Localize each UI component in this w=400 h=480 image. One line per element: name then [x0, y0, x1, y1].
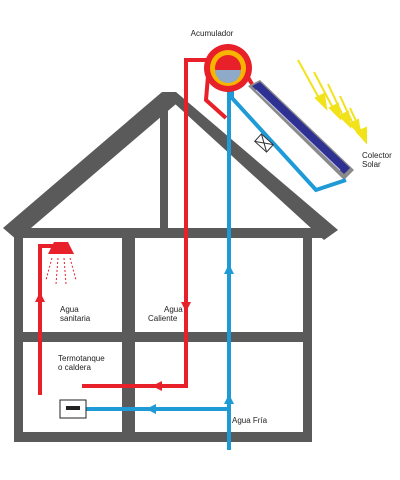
roof-right-slope: [162, 92, 338, 240]
label-collector-line1: Colector: [362, 151, 392, 160]
label-hot-line1: Agua: [164, 305, 183, 314]
attic-floor: [14, 228, 326, 238]
arrow-hot-left: [152, 381, 162, 391]
label-accumulator: Acumulador: [191, 29, 234, 38]
hot-main-pipe: [82, 58, 208, 388]
arrow-cold-left: [146, 404, 156, 414]
shower-icon: [45, 242, 77, 285]
truss-post: [160, 110, 168, 230]
flow-arrow-icon: [35, 264, 234, 414]
label-sanitary-line2: sanitaria: [60, 314, 91, 323]
arrow-hot-down: [181, 302, 191, 312]
arrow-cold-up-1: [224, 264, 234, 274]
collector-panel: [252, 82, 350, 174]
label-sanitary-line1: Agua: [60, 305, 79, 314]
hot-shower-line: [38, 244, 56, 395]
attic-truss: [15, 105, 166, 228]
accumulator-tank: [204, 44, 252, 92]
label-collector-line2: Solar: [362, 160, 381, 169]
heater-icon: [59, 399, 87, 419]
accumulator-cold-half: [215, 70, 241, 83]
valve-icon: [254, 133, 274, 153]
label-heater-line1: Termotanque: [58, 354, 105, 363]
arrow-hot-up: [35, 292, 45, 302]
label-heater-line2: o caldera: [58, 363, 91, 372]
house-structure: [3, 92, 338, 442]
arrow-cold-up-2: [224, 394, 234, 404]
label-cold: Agua Fría: [232, 416, 268, 425]
solar-collector: [248, 80, 354, 180]
ground-floor: [14, 432, 312, 442]
collector-glass-line: [255, 89, 341, 171]
label-hot-line2: Caliente: [148, 314, 178, 323]
cold-supply-to-collector: [230, 90, 347, 193]
mid-floor: [14, 332, 312, 342]
sun-rays-icon: [297, 59, 367, 145]
